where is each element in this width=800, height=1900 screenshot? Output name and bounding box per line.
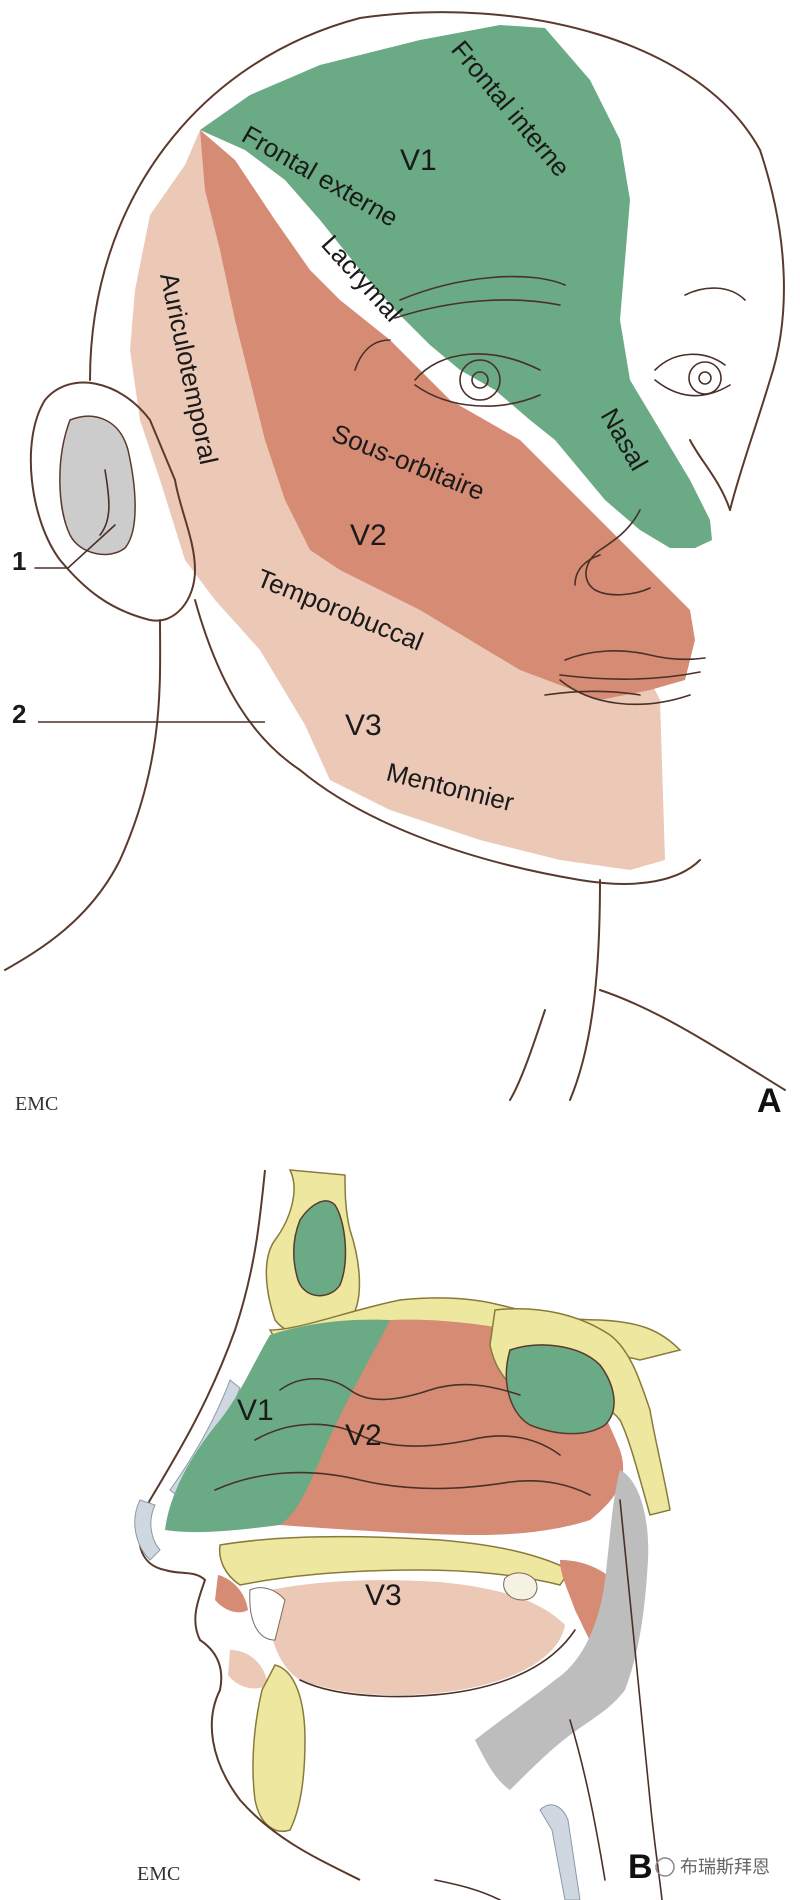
turbinate-superior (279, 1378, 521, 1401)
right-pupil (698, 371, 712, 385)
right-brow (684, 287, 746, 301)
nasal-tip-grey (134, 1499, 161, 1561)
callout-1-leader (34, 524, 116, 569)
forehead-brow-line (689, 439, 731, 511)
lower-lip-b (228, 1650, 268, 1689)
watermark: 布瑞斯拜恩 (680, 1857, 770, 1878)
v2-region (200, 130, 695, 700)
shoulder (599, 989, 786, 1091)
label-v3-b: V3 (365, 1579, 402, 1612)
pharynx-line (569, 1719, 606, 1881)
left-iris (459, 359, 501, 401)
pharynx-grey-zone (475, 1470, 649, 1790)
left-brow (399, 275, 566, 301)
neck-back (4, 619, 162, 971)
turbinate-middle (254, 1423, 561, 1456)
left-eye-upper (414, 353, 541, 381)
label-v2-b: V2 (345, 1419, 382, 1452)
nose (585, 509, 651, 596)
turbinate-inferior (214, 1471, 591, 1496)
head-outline (89, 11, 785, 511)
v1-region (200, 25, 712, 548)
upper-lip (564, 650, 706, 661)
left-eye-lower (414, 384, 541, 407)
ear-inner-line (99, 469, 110, 536)
panel-a: Frontal interne V1 Frontal externe Lacry… (4, 11, 786, 1120)
label-v1-a: V1 (400, 144, 437, 177)
mandible (252, 1664, 306, 1832)
tongue-outline (299, 1629, 576, 1698)
upper-teeth (249, 1587, 286, 1641)
callout-1: 1 (12, 546, 26, 576)
label-v3-a: V3 (345, 709, 382, 742)
sphenoid-sinus (505, 1344, 615, 1435)
neck-front (569, 879, 601, 1101)
v1-region-b (165, 1319, 390, 1533)
right-eye-lower (654, 379, 731, 397)
prevertebral-line (619, 1499, 663, 1900)
right-eye-upper (654, 353, 726, 371)
ear-outline (29, 381, 196, 622)
chest (509, 1009, 546, 1101)
v3-region (130, 130, 665, 870)
v3-region-b (268, 1580, 565, 1696)
lower-lip (559, 679, 691, 706)
panel-b: V1 V2 V3 EMC B 布瑞斯拜恩 (134, 1169, 770, 1900)
ear-concha-zone (59, 415, 136, 556)
credit-b: EMC (137, 1863, 180, 1885)
panel-letter-b: B (628, 1848, 653, 1886)
epiglottis-grey (539, 1804, 581, 1900)
upper-lip-b (215, 1575, 248, 1613)
callout-2: 2 (12, 699, 26, 729)
panel-letter-a: A (757, 1082, 782, 1120)
left-temple-line (354, 339, 391, 371)
jaw-outline (194, 599, 701, 885)
cervical-skin (434, 1879, 501, 1900)
chin-crease (544, 690, 641, 696)
left-brow-lower (394, 299, 561, 319)
left-pupil (471, 371, 489, 389)
label-v1-b: V1 (237, 1394, 274, 1427)
wechat-icon (655, 1857, 675, 1877)
right-iris (688, 361, 722, 395)
label-v2-a: V2 (350, 519, 387, 552)
face-profile-b (164, 1569, 361, 1881)
nostril (574, 554, 601, 586)
frontal-sinus (293, 1200, 347, 1297)
lip-line (559, 671, 701, 680)
molar (503, 1572, 538, 1601)
credit-a: EMC (15, 1093, 58, 1115)
